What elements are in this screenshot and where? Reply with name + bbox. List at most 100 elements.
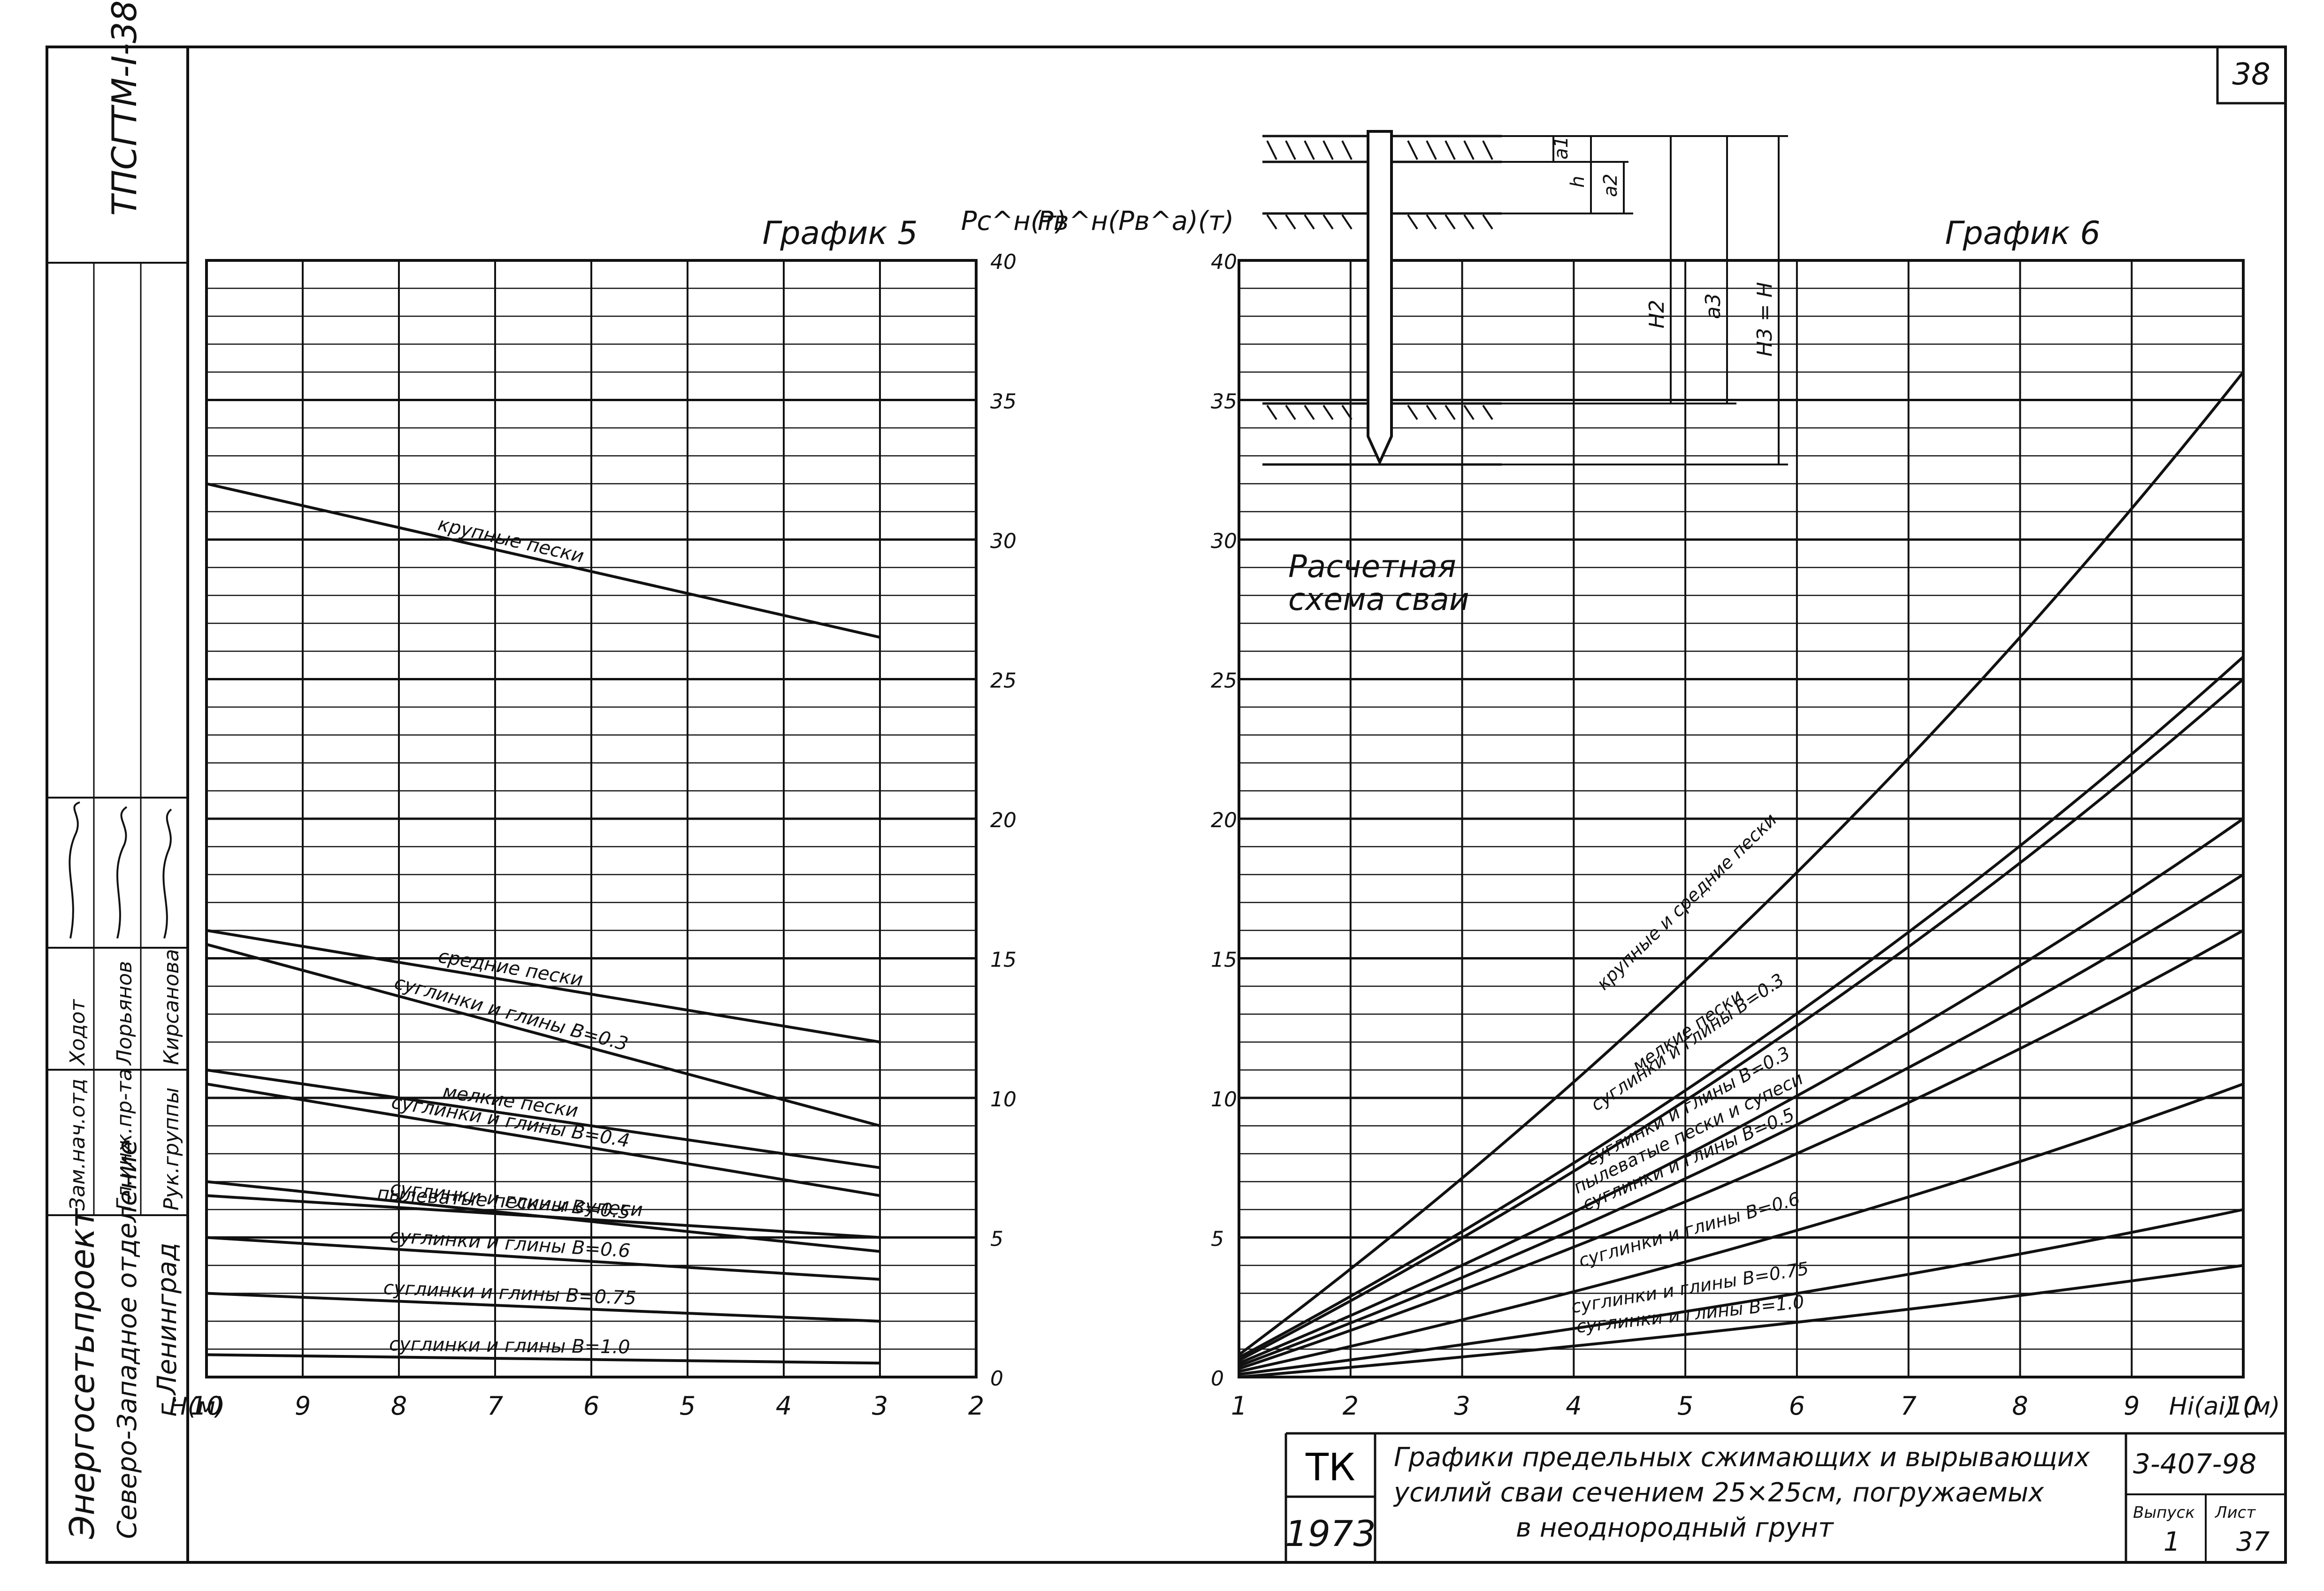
signatures xyxy=(69,801,172,939)
stamp-year: 1973 xyxy=(1285,1513,1376,1554)
y-tick-label: 20 xyxy=(1211,808,1237,832)
x-tick-label: 10 xyxy=(191,1391,223,1421)
series-label: крупные и средние пески xyxy=(1593,809,1781,994)
scheme-label-1: Расчетная xyxy=(1288,548,1456,585)
x-tick-label: 7 xyxy=(1900,1391,1916,1421)
name-1: Ходот xyxy=(66,999,90,1066)
x-tick-label: 10 xyxy=(2227,1391,2260,1421)
x-tick-label: 9 xyxy=(2124,1391,2140,1421)
x-tick-label: 3 xyxy=(1454,1391,1470,1421)
dim-a2: a2 xyxy=(1600,174,1621,197)
series-label: средние пески xyxy=(436,945,584,990)
y-tick-label: 30 xyxy=(990,529,1017,553)
chart-5: 10 9 8 7 6 5 4 3 20 5 10 15 20 25 30 35 40 График 5 Pс^н(т… xyxy=(169,206,1067,1421)
doc-code: 3-407-98 xyxy=(2133,1448,2256,1480)
sheet-number-box xyxy=(2216,46,2287,105)
series-line xyxy=(1238,1264,2244,1378)
series-label: суглинки и глины B=1.0 xyxy=(389,1333,630,1358)
y-tick-label: 0 xyxy=(1211,1367,1224,1391)
series-line xyxy=(206,1353,880,1365)
y-tick-label: 5 xyxy=(1211,1227,1224,1251)
series-label: суглинки и глины B=0.3 xyxy=(392,972,630,1055)
series-line xyxy=(206,1194,880,1239)
series-line xyxy=(1238,873,2244,1368)
dim-a1: a1 xyxy=(1551,136,1572,160)
x-tick-label: 3 xyxy=(872,1391,888,1421)
org-branch: Северо-Западное отделение xyxy=(112,1139,143,1539)
x-tick-label: 1 xyxy=(1231,1391,1247,1421)
series-line xyxy=(1238,1082,2244,1373)
role-2: Гл.инж.пр-та xyxy=(113,1068,137,1210)
series-line xyxy=(206,1292,880,1323)
role-3: Рук.группы xyxy=(160,1088,183,1211)
issue-label: Выпуск xyxy=(2133,1503,2195,1522)
y-tick-label: 5 xyxy=(990,1227,1003,1251)
y-axis-label: Pв^н(Pв^a)(т) xyxy=(1038,206,1234,236)
y-tick-label: 25 xyxy=(990,669,1017,693)
y-axis-label: Pс^н(т) xyxy=(961,206,1066,236)
dim-H3: H3 = H xyxy=(1753,282,1777,357)
title-line-1: Графики предельных сжимающих и вырывающи… xyxy=(1394,1442,2090,1473)
series-line xyxy=(1238,655,2245,1359)
y-tick-label: 0 xyxy=(990,1367,1003,1391)
code-vertical: ТПСГТМ-I-38 xyxy=(105,0,144,216)
title-line-3: в неоднородный грунт xyxy=(1516,1513,1834,1543)
y-tick-label: 20 xyxy=(990,808,1017,832)
pile-scheme: a1 h a2 H2 a3 H3 = H Расчетная схема сва… xyxy=(1262,130,1788,617)
y-tick-label: 40 xyxy=(990,250,1017,274)
list-value: 37 xyxy=(2236,1527,2270,1557)
series-label: суглинки и глины B=0.75 xyxy=(383,1277,636,1309)
x-tick-label: 5 xyxy=(680,1391,696,1421)
y-tick-label: 10 xyxy=(990,1088,1017,1111)
sheet-frame xyxy=(46,46,2287,1564)
x-tick-label: 4 xyxy=(776,1391,792,1421)
y-tick-label: 30 xyxy=(1211,529,1237,553)
dim-a3: a3 xyxy=(1701,293,1725,319)
x-tick-label: 9 xyxy=(295,1391,311,1421)
sheet-number: 38 xyxy=(2232,57,2270,92)
y-tick-label: 40 xyxy=(1211,250,1237,274)
series-line xyxy=(206,1082,880,1197)
pile-outline xyxy=(1367,130,1393,466)
scheme-label-2: схема сваи xyxy=(1288,581,1469,617)
x-tick-label: 4 xyxy=(1566,1391,1582,1421)
y-tick-label: 10 xyxy=(1211,1088,1237,1111)
x-tick-label: 8 xyxy=(391,1391,407,1421)
title-block xyxy=(1284,1432,2286,1562)
chart-title: График 5 xyxy=(762,215,917,252)
series-line xyxy=(1238,1208,2244,1376)
issue-value: 1 xyxy=(2163,1527,2180,1557)
y-tick-label: 35 xyxy=(1211,390,1237,414)
x-tick-label: 2 xyxy=(968,1391,984,1421)
series-line xyxy=(1238,678,2244,1362)
name-3: Кирсанова xyxy=(160,949,183,1066)
dimension-lines xyxy=(1502,135,1788,465)
series-line xyxy=(1238,817,2244,1365)
x-tick-label: 6 xyxy=(583,1391,599,1421)
name-2: Лорьянов xyxy=(113,961,137,1066)
side-stamp xyxy=(47,262,188,1216)
series-line xyxy=(206,929,880,1043)
dim-h: h xyxy=(1567,176,1589,188)
y-tick-label: 15 xyxy=(990,948,1017,972)
y-tick-label: 35 xyxy=(990,390,1017,414)
dim-H2: H2 xyxy=(1645,300,1669,328)
series-line xyxy=(1238,929,2244,1370)
series-line xyxy=(206,482,880,639)
x-tick-label: 8 xyxy=(2012,1391,2028,1421)
y-tick-label: 15 xyxy=(1211,948,1237,972)
x-tick-label: 2 xyxy=(1343,1391,1359,1421)
role-1: Зам.нач.отд xyxy=(66,1079,90,1210)
series-line xyxy=(206,943,880,1127)
x-tick-label: 5 xyxy=(1677,1391,1693,1421)
x-tick-label: 6 xyxy=(1789,1391,1805,1421)
x-tick-label: 7 xyxy=(487,1391,503,1421)
org-name: Энергосетьпроект xyxy=(62,1208,102,1539)
stamp-code: ТК xyxy=(1305,1446,1355,1489)
series-line xyxy=(1238,371,2245,1356)
y-tick-label: 25 xyxy=(1211,669,1237,693)
org-city: г.Ленинград xyxy=(152,1243,183,1417)
series-line xyxy=(206,1236,880,1281)
